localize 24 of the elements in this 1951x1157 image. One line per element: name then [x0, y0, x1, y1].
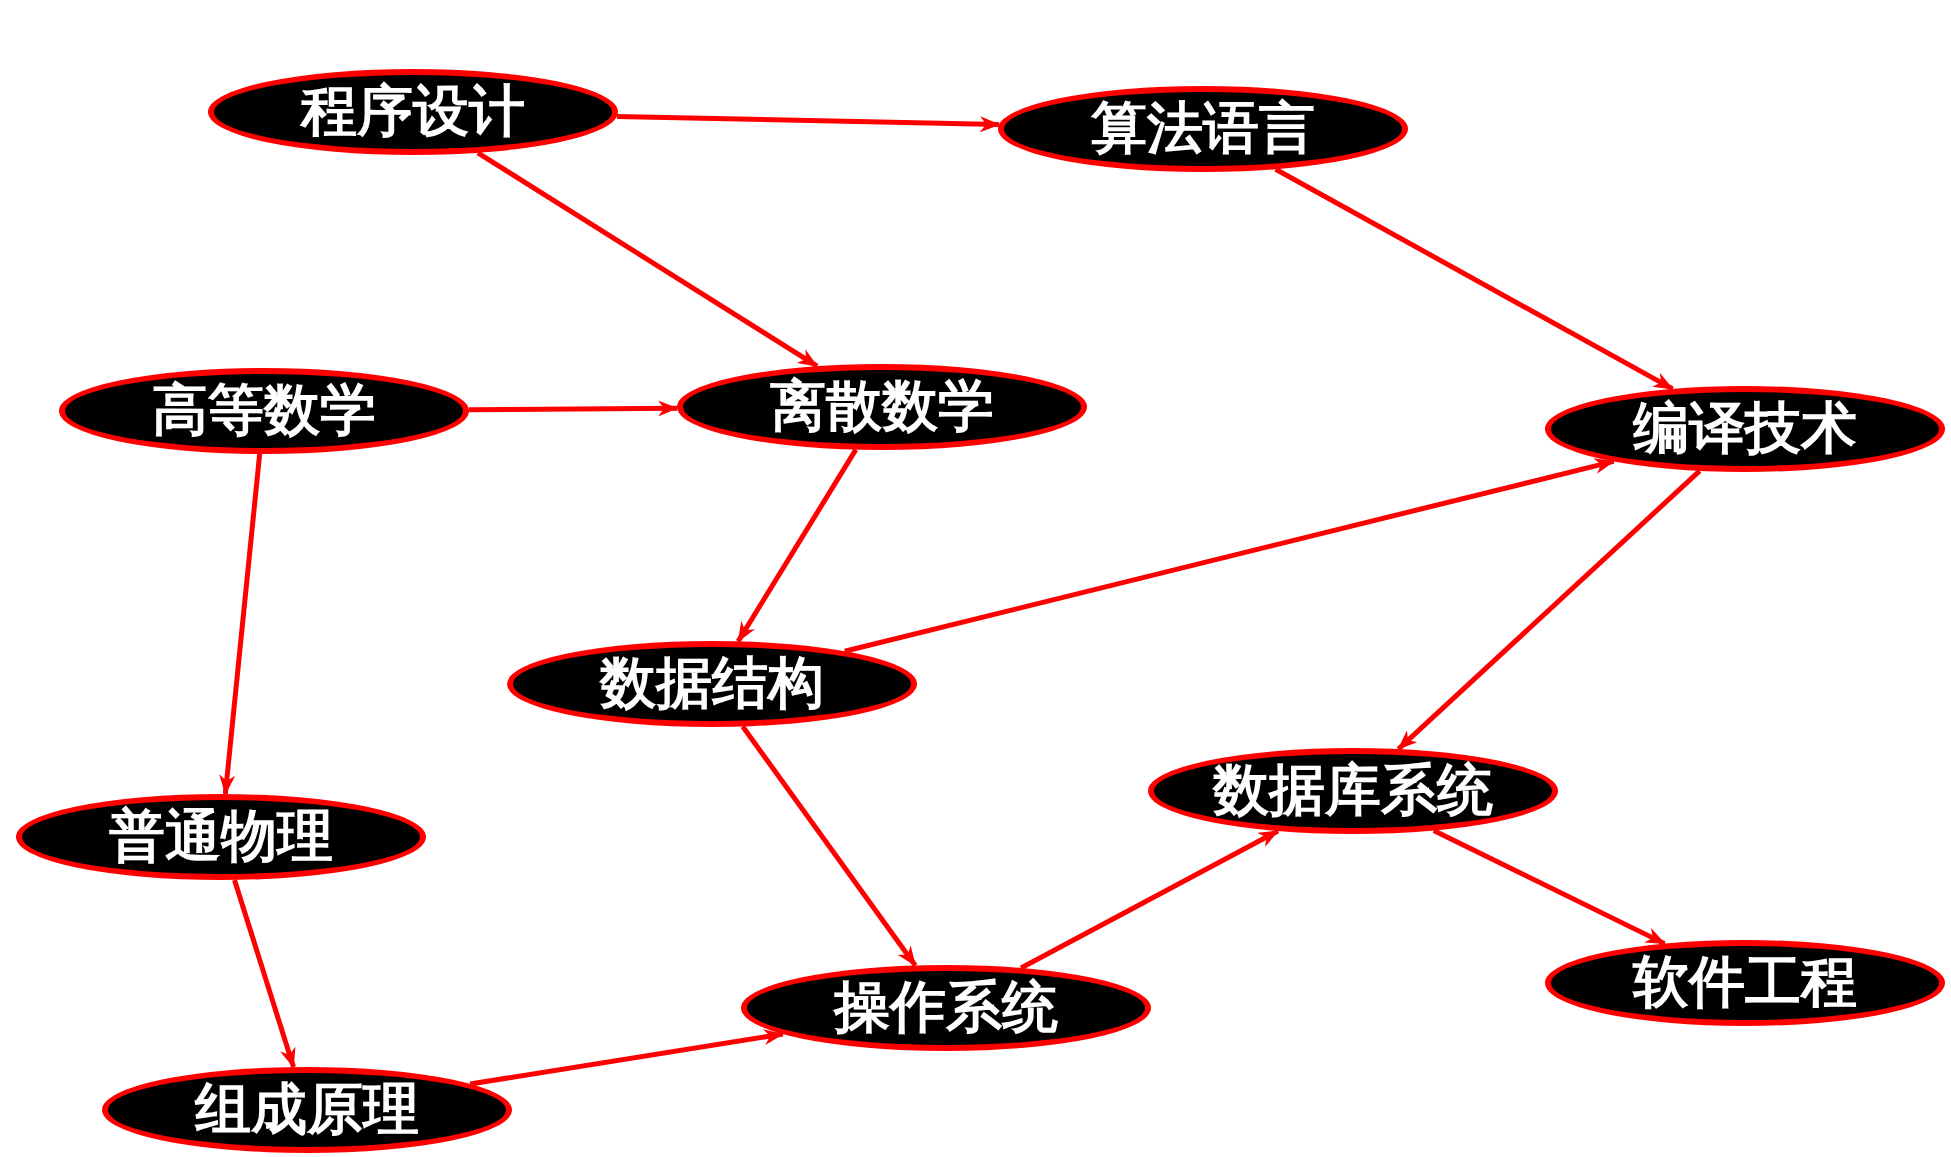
course-ellipse: 软件工程 — [1545, 940, 1945, 1026]
arrow — [1019, 828, 1280, 971]
course-ellipse: 普通物理 — [16, 794, 426, 880]
course-ellipse: 组成原理 — [102, 1067, 512, 1153]
arrow — [740, 725, 918, 967]
arrow — [736, 448, 858, 643]
course-ellipse: 数据库系统 — [1148, 748, 1558, 834]
course-ellipse: 算法语言 — [998, 86, 1408, 172]
arrow — [219, 453, 263, 795]
arrow — [844, 458, 1615, 654]
course-ellipse: 离散数学 — [677, 364, 1087, 450]
arrow — [469, 1029, 784, 1087]
course-ellipse: 高等数学 — [59, 368, 469, 454]
arrow — [232, 879, 296, 1069]
arrow — [616, 113, 1001, 133]
arrow — [1432, 828, 1666, 946]
course-ellipse: 编译技术 — [1545, 386, 1945, 472]
course-ellipse: 数据结构 — [507, 641, 917, 727]
arrow — [476, 150, 819, 369]
course-ellipse: 程序设计 — [208, 69, 618, 155]
arrow — [468, 400, 679, 417]
arrow — [1396, 469, 1702, 751]
arrow — [1274, 167, 1674, 392]
course-ellipse: 操作系统 — [741, 965, 1151, 1051]
